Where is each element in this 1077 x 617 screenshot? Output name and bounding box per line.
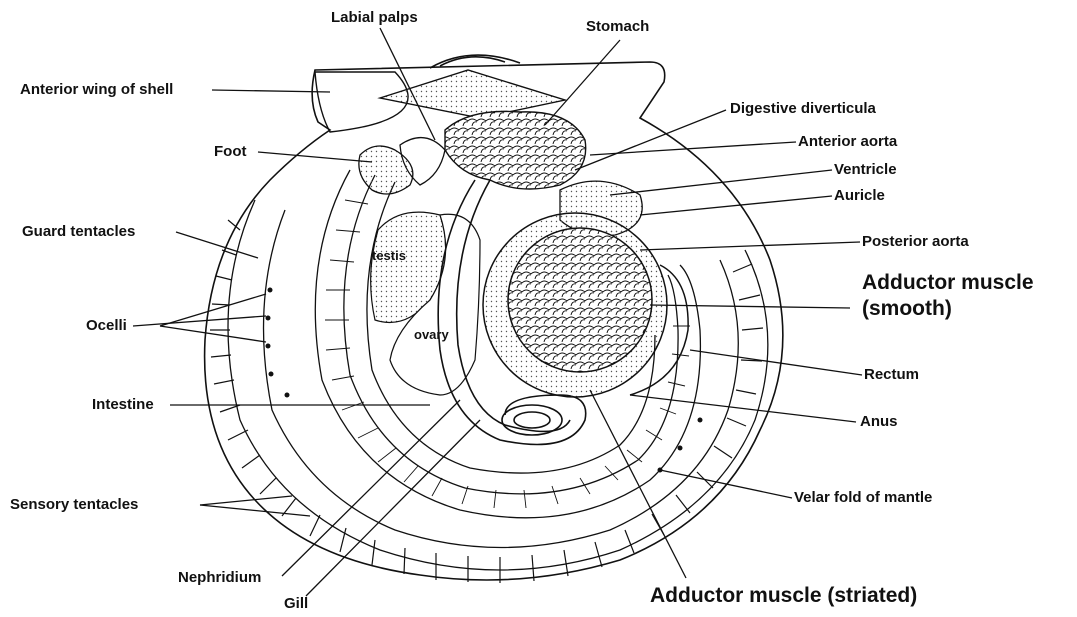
label-posterior-aorta: Posterior aorta [862, 234, 969, 249]
label-stomach: Stomach [586, 19, 649, 34]
adductor-smooth-shape [508, 228, 652, 372]
label-anus: Anus [860, 414, 898, 429]
label-foot: Foot [214, 144, 246, 159]
label-adductor-smooth-line2: (smooth) [862, 298, 952, 319]
label-anterior-aorta: Anterior aorta [798, 134, 897, 149]
label-nephridium: Nephridium [178, 570, 261, 585]
label-ocelli: Ocelli [86, 318, 127, 333]
label-digestive-diverticula: Digestive diverticula [730, 101, 876, 116]
label-guard-tentacles: Guard tentacles [22, 224, 135, 239]
digestive-mass [445, 111, 586, 189]
label-testis: testis [372, 249, 406, 262]
label-ovary: ovary [414, 328, 449, 341]
hinge [380, 70, 565, 118]
label-rectum: Rectum [864, 367, 919, 382]
label-ventricle: Ventricle [834, 162, 897, 177]
label-anterior-wing-of-shell: Anterior wing of shell [20, 82, 173, 97]
label-adductor-striated: Adductor muscle (striated) [650, 585, 917, 606]
label-gill: Gill [284, 596, 308, 611]
foot-shape [359, 146, 413, 194]
label-sensory-tentacles: Sensory tentacles [10, 497, 138, 512]
label-adductor-smooth-line1: Adductor muscle [862, 272, 1034, 293]
label-labial-palps: Labial palps [331, 10, 418, 25]
anterior-wing-shape [315, 72, 408, 132]
label-intestine: Intestine [92, 397, 154, 412]
label-auricle: Auricle [834, 188, 885, 203]
label-velar-fold-of-mantle: Velar fold of mantle [794, 490, 932, 505]
